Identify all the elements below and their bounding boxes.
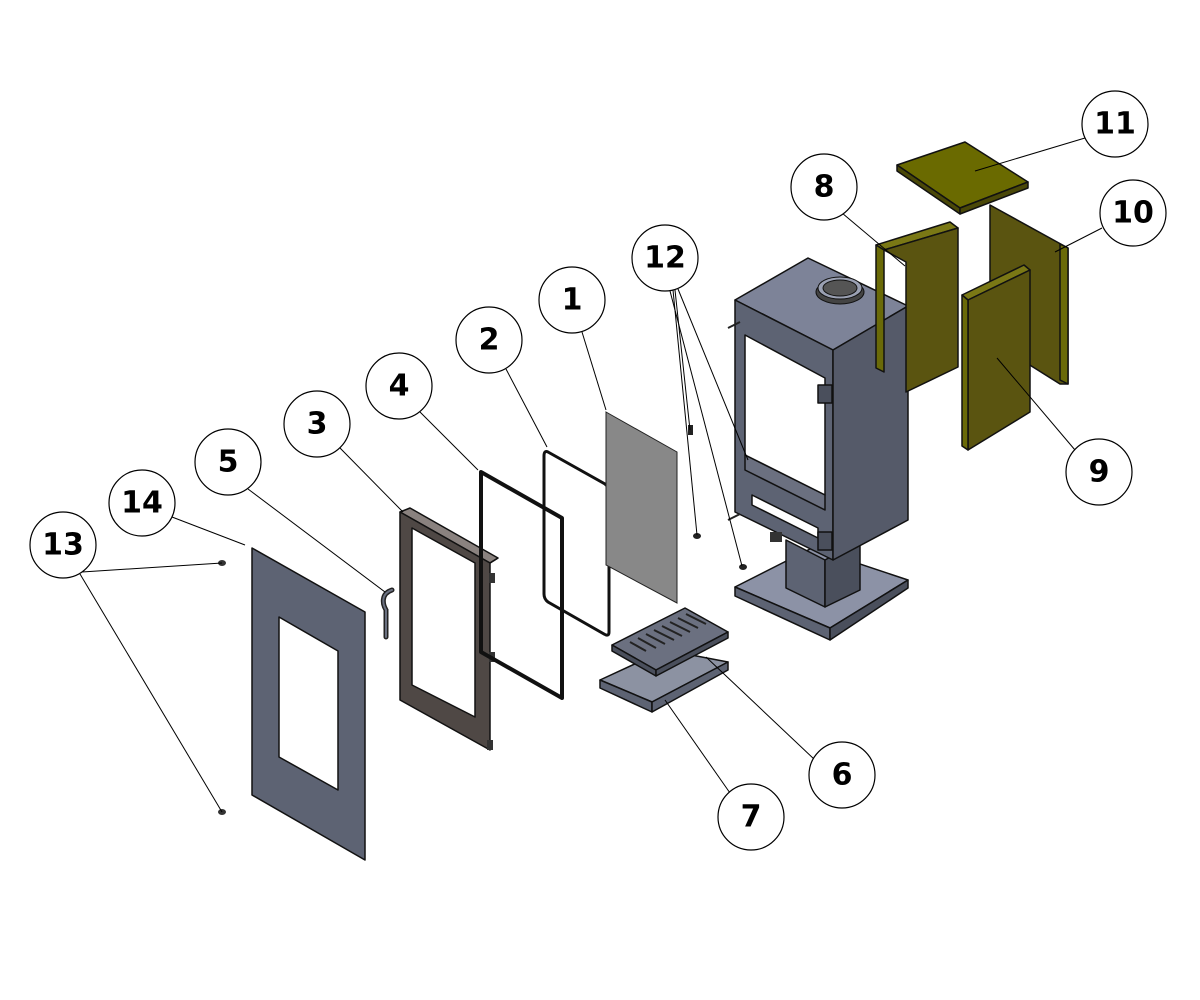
balloon-14: 14 [108,469,176,537]
balloon-label: 14 [121,486,163,521]
balloon-label: 7 [741,800,762,835]
balloon-label: 8 [814,170,835,205]
balloon-12: 12 [631,224,699,292]
leader-lines [79,137,1103,813]
part-11-firebrick-top [896,141,1029,215]
balloon-label: 5 [218,445,239,480]
balloon-label: 3 [307,407,328,442]
balloon-label: 2 [479,323,500,358]
balloon-label: 11 [1094,107,1136,142]
balloon-label: 13 [42,528,84,563]
balloon-4: 4 [365,352,433,420]
balloon-label: 4 [389,369,410,404]
part-2-glass-gasket [542,450,611,637]
balloon-6: 6 [808,741,876,809]
part-6-grate [611,607,729,677]
balloon-3: 3 [283,390,351,458]
part-3-door-frame [399,507,499,751]
balloon-8: 8 [790,153,858,221]
part-8-firebrick-side [875,221,959,393]
part-5-handle [380,587,395,640]
balloon-label: 6 [832,758,853,793]
balloon-10: 10 [1099,179,1167,247]
part-7-ash-pan [599,649,729,713]
balloon-label: 9 [1089,455,1110,490]
part-9-firebrick-back [961,264,1031,451]
part-1-glass-panel [605,411,678,604]
balloon-1: 1 [538,266,606,334]
part-14-cover-plate [251,547,366,861]
balloon-7: 7 [717,783,785,851]
balloon-label: 1 [562,283,583,318]
stove-body [734,257,909,641]
balloon-label: 10 [1112,196,1154,231]
balloon-label: 12 [644,241,686,276]
part-4-door-gasket [479,470,564,700]
balloon-9: 9 [1065,438,1133,506]
balloon-11: 11 [1081,90,1149,158]
balloon-13: 13 [29,511,97,579]
balloon-5: 5 [194,428,262,496]
balloon-2: 2 [455,306,523,374]
part-13-screws [218,560,226,815]
